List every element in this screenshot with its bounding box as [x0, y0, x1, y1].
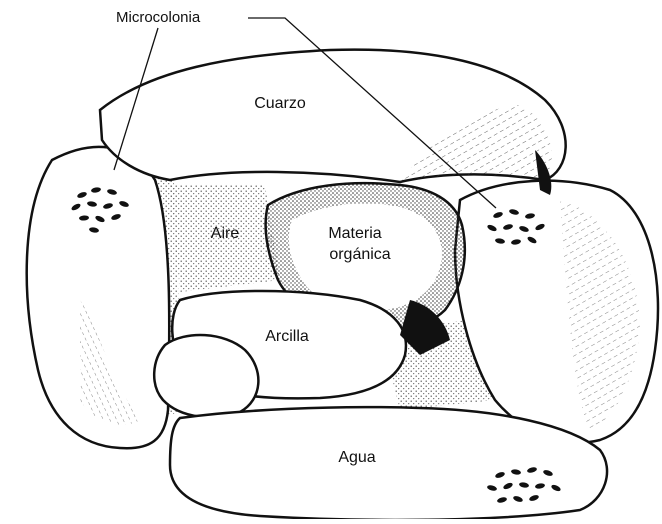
label-materia: Materia: [328, 225, 381, 242]
label-cuarzo: Cuarzo: [254, 95, 306, 112]
label-microcolonia: Microcolonia: [116, 9, 201, 26]
small-pebble: [154, 335, 258, 417]
label-aire: Aire: [211, 225, 240, 242]
label-arcilla: Arcilla: [265, 328, 309, 345]
label-organica: orgánica: [329, 246, 390, 263]
label-agua: Agua: [338, 449, 375, 466]
water-grain: [170, 407, 607, 519]
